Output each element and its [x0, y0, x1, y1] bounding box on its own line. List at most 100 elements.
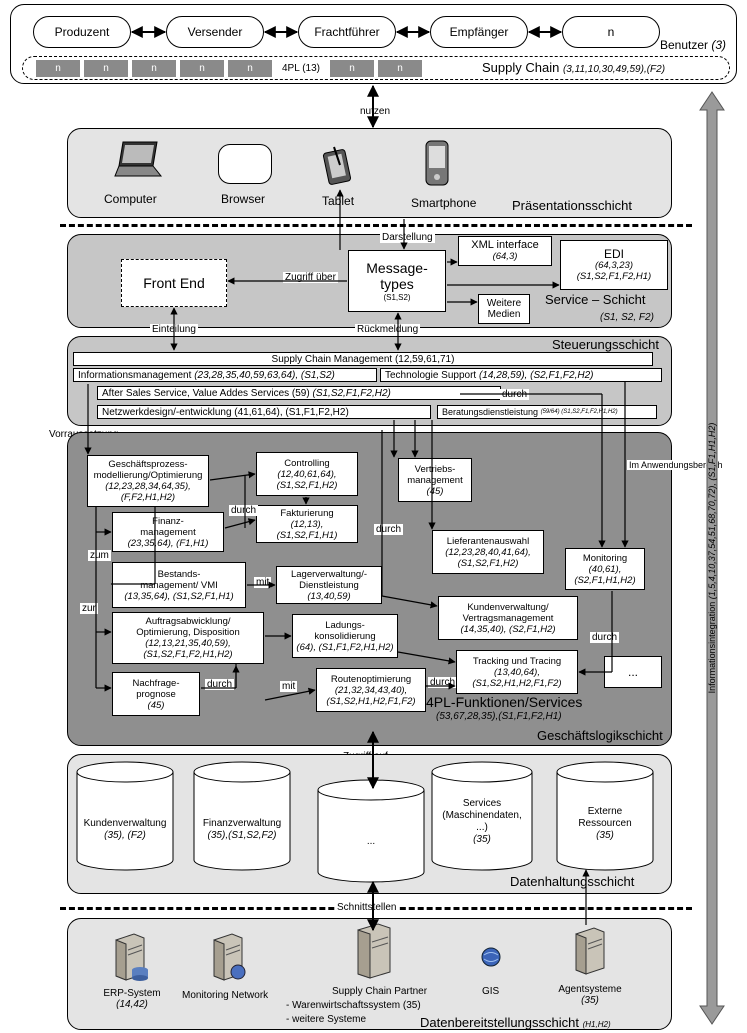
- chain-item: n: [84, 60, 128, 77]
- monitoring-l1: Monitoring: [582, 552, 628, 564]
- tracking-box: Tracking und Tracing (13,40,64), (S1,S2,…: [456, 650, 578, 694]
- zum-label: zum: [88, 550, 111, 561]
- praesentation-layer: [67, 128, 672, 218]
- partner-line2: - weitere Systeme: [286, 1014, 367, 1025]
- lager-box: Lagerverwaltung/- Dienstleistung (13,40,…: [276, 566, 382, 604]
- route-l1: Routenoptimierung: [330, 673, 412, 685]
- actor-versender: Versender: [166, 16, 264, 48]
- erp-server-icon: [115, 933, 148, 981]
- chain-item: n: [132, 60, 176, 77]
- ladung-l2: konsolidierung: [314, 630, 376, 642]
- nutzen-label: nutzen: [358, 106, 393, 117]
- durch-label-5: durch: [500, 389, 530, 400]
- device-tablet-label: Tablet: [322, 194, 355, 208]
- einteilung-label: Einteilung: [150, 324, 198, 335]
- db-kunden-ref: (35), (F2): [104, 830, 146, 841]
- device-computer-label: Computer: [104, 192, 157, 206]
- lieferant-l2: (12,23,28,40,41,64),: [445, 546, 531, 558]
- chain-item: n: [330, 60, 374, 77]
- ladung-box: Ladungs- konsolidierung (64), (S1,F1,F2,…: [292, 614, 398, 658]
- actor-empfaenger: Empfänger: [430, 16, 528, 48]
- zur-label: zur: [80, 603, 98, 614]
- xml-interface-title: XML interface: [471, 239, 539, 251]
- auftrag-box: Auftragsabwicklung/ Optimierung, Disposi…: [112, 612, 264, 664]
- benutzer-label: Benutzer (3): [660, 38, 727, 52]
- vertrieb-l1: Vertriebs-: [414, 463, 456, 475]
- db-services-ref: (35): [473, 834, 491, 845]
- message-types-ref: (S1,S2): [383, 292, 411, 302]
- partner-server-icon: [357, 923, 391, 979]
- bestand-box: Bestands- management/ VMI (13,35,64), (S…: [112, 562, 246, 608]
- lager-l2: Dienstleistung: [299, 579, 359, 591]
- tablet-icon: [322, 146, 352, 185]
- vertrieb-l2: management: [407, 474, 463, 486]
- db-kunden-name: Kundenverwaltung: [83, 818, 167, 829]
- laptop-icon: [114, 141, 163, 177]
- bestand-l1: Bestands-: [157, 568, 201, 580]
- browser-icon: [218, 144, 272, 184]
- controlling-l1: Controlling: [284, 457, 330, 469]
- controlling-l2: (12,40,61,64),: [277, 468, 337, 480]
- fakturierung-box: Fakturierung (12,13), (S1,S2,F1,H1): [256, 505, 358, 543]
- lieferant-l3: (S1,S2,F1,H2): [457, 557, 519, 569]
- durch-label-6: durch: [590, 632, 620, 643]
- db-more-text: ...: [366, 836, 376, 847]
- agent-server-icon: [575, 927, 605, 975]
- nachfrage-l1: Nachfrage-: [132, 677, 180, 689]
- supply-chain-band: [22, 56, 730, 80]
- lieferant-l1: Lieferantenauswahl: [446, 535, 530, 547]
- finanz-l1: Finanz-: [152, 515, 184, 527]
- db-services-name: Services (Maschinendaten, ...): [442, 798, 522, 833]
- route-l3: (S1,S2,H1,H2,F1,F2): [326, 695, 416, 707]
- actor-produzent: Produzent: [33, 16, 131, 48]
- netzwerk-box: Netzwerkdesign/-entwicklung (41,61,64), …: [97, 405, 431, 419]
- actor-frachtfuehrer: Frachtführer: [298, 16, 396, 48]
- tracking-l2: (13,40,64),: [494, 666, 540, 678]
- monitoring-l2: (40,61),: [588, 563, 622, 575]
- chain-item-4pl: 4PL (13): [276, 60, 326, 77]
- gpm-l3: (12,23,28,34,64,35),: [105, 481, 191, 492]
- route-box: Routenoptimierung (21,32,34,43,40), (S1,…: [316, 668, 426, 712]
- erp-ref: (14,42): [116, 999, 148, 1010]
- durch-label-4: durch: [374, 524, 404, 535]
- functions-ref: (53,67,28,35),(S1,F1,F2,H1): [436, 711, 562, 722]
- gpm-l4: (F,F2,H1,H2): [120, 492, 176, 503]
- schnittstellen-label: Schnittstellen: [335, 902, 399, 913]
- db-finanz-ref: (35),(S1,S2,F2): [207, 830, 277, 841]
- message-types-box: Message- types (S1,S2): [348, 250, 446, 312]
- kunden-box: Kundenverwaltung/ Vertragsmanagement (14…: [438, 596, 578, 640]
- db-services-text: Services (Maschinendaten, ...) (35): [432, 798, 532, 846]
- agent-ref: (35): [581, 995, 599, 1006]
- chain-item: n: [180, 60, 224, 77]
- tech-box: Technologie Support (14,28,59), (S2,F1,F…: [380, 368, 662, 382]
- monitoring-l3: (S2,F1,H1,H2): [574, 574, 636, 586]
- actor-n: n: [562, 16, 660, 48]
- supply-chain-label: Supply Chain (3,11,10,30,49,59),(F2): [482, 60, 666, 75]
- steuerung-label: Steuerungsschicht: [552, 337, 659, 352]
- db-externe-text: Externe Ressourcen (35): [557, 806, 653, 842]
- functions-title: 4PL-Funktionen/Services: [426, 694, 583, 710]
- praesentation-label: Präsentationsschicht: [512, 198, 632, 213]
- service-layer-label: Service – Schicht: [545, 292, 646, 307]
- smartphone-icon: [425, 140, 449, 186]
- route-l2: (21,32,34,43,40),: [334, 684, 408, 696]
- finanz-l2: management: [140, 526, 196, 538]
- xml-interface-box: XML interface (64,3): [458, 236, 552, 266]
- datenhaltung-label: Datenhaltungsschicht: [510, 874, 635, 889]
- auftrag-l1: Auftragsabwicklung/: [145, 616, 231, 627]
- kunden-l2: Vertragsmanagement: [462, 612, 554, 624]
- vertrieb-box: Vertriebs- management (45): [398, 458, 472, 502]
- service-layer-ref: (S1, S2, F2): [600, 312, 654, 323]
- durch-label-2: durch: [205, 679, 235, 690]
- chain-item: n: [36, 60, 80, 77]
- ladung-l3: (64), (S1,F1,F2,H1,H2): [296, 641, 394, 653]
- gpm-l2: modellierung/Optimierung: [93, 470, 203, 481]
- geschaeftslogik-label: Geschäftslogikschicht: [537, 728, 663, 743]
- lager-l3: (13,40,59): [307, 590, 351, 602]
- kunden-l1: Kundenverwaltung/: [467, 601, 549, 613]
- darstellung-label: Darstellung: [380, 232, 435, 243]
- nachfrage-l2: prognose: [136, 688, 176, 700]
- partner-label: Supply Chain Partner: [332, 986, 428, 997]
- kunden-l3: (14,35,40), (S2,F1,H2): [460, 623, 556, 635]
- agent-label: Agentsysteme (35): [550, 984, 630, 1006]
